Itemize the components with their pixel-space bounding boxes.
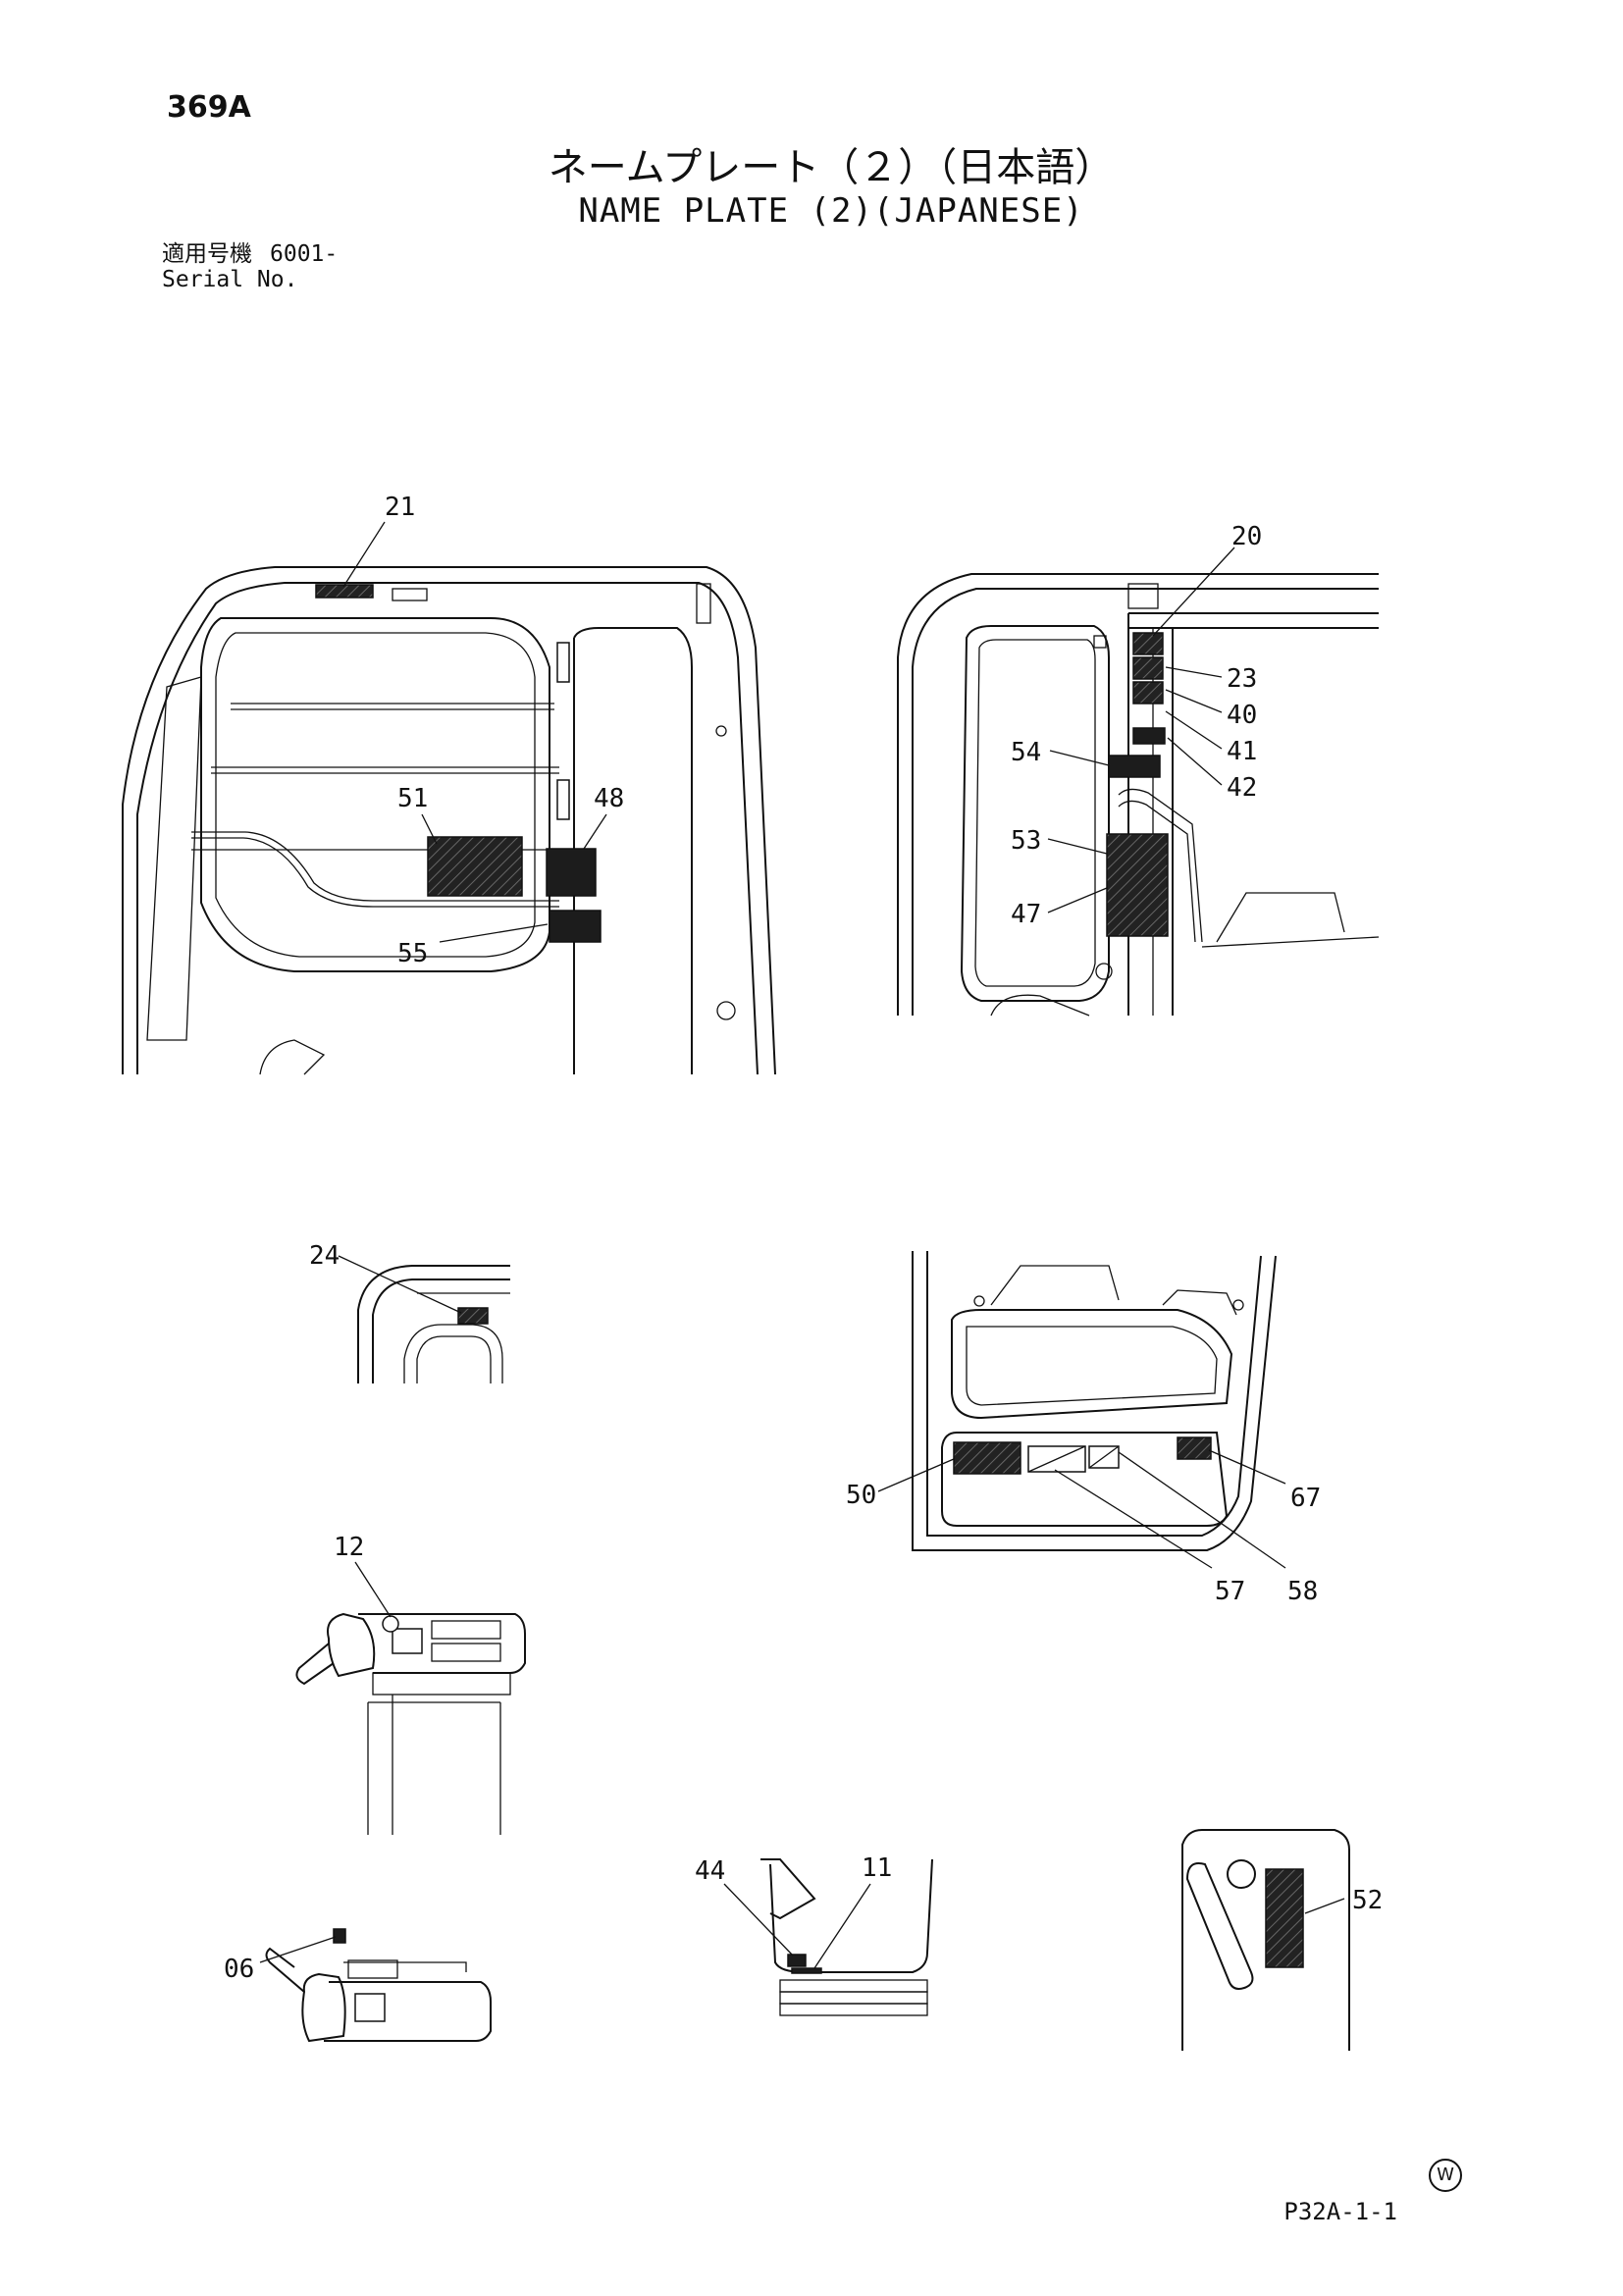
console-upper-view	[295, 1612, 526, 1835]
callout-58: 58	[1287, 1577, 1318, 1606]
callout-51: 51	[397, 784, 428, 813]
page-number: 369A	[167, 90, 251, 125]
callout-48: 48	[594, 784, 624, 813]
door-view	[912, 1251, 1277, 1551]
callout-52: 52	[1352, 1886, 1383, 1915]
callout-40: 40	[1227, 701, 1257, 730]
callout-57: 57	[1215, 1577, 1245, 1606]
callout-24: 24	[309, 1241, 340, 1271]
w-mark-icon: W	[1429, 2159, 1462, 2192]
serial-label-en: Serial No.	[162, 267, 298, 292]
serial-number-block: 適用号機 6001- Serial No.	[162, 241, 338, 292]
drawing-code: P32A-1-1	[1283, 2198, 1397, 2225]
lever-panel-view	[1181, 1829, 1350, 2051]
callout-41: 41	[1227, 737, 1257, 766]
callout-44: 44	[695, 1856, 725, 1886]
callout-53: 53	[1011, 826, 1041, 856]
callout-11: 11	[862, 1853, 892, 1883]
callout-55: 55	[397, 939, 428, 968]
serial-value: 6001-	[270, 241, 339, 267]
callout-12: 12	[334, 1533, 364, 1562]
leader-lines	[259, 521, 1345, 1969]
callout-67: 67	[1290, 1484, 1321, 1513]
seat-view	[760, 1858, 933, 2016]
callout-20: 20	[1231, 522, 1262, 551]
callout-42: 42	[1227, 773, 1257, 803]
callout-23: 23	[1227, 664, 1257, 694]
cab-left-view	[122, 566, 776, 1075]
page-title-english: NAME PLATE (2)(JAPANESE)	[578, 191, 1084, 231]
callout-47: 47	[1011, 900, 1041, 929]
console-lower-view	[265, 1928, 492, 2043]
callout-06: 06	[224, 1955, 254, 1984]
callout-50: 50	[846, 1481, 876, 1510]
page-title-japanese: ネームプレート（２）（日本語）	[548, 145, 1115, 190]
serial-label-jp: 適用号機	[162, 241, 252, 267]
cab-right-view	[897, 573, 1380, 1017]
corner-detail-view	[357, 1265, 510, 1383]
callout-21: 21	[385, 493, 415, 522]
callout-labels: 21 20 23 40 41 42 54 53 47 51 48 55 24 5…	[224, 493, 1383, 1984]
callout-54: 54	[1011, 738, 1041, 767]
